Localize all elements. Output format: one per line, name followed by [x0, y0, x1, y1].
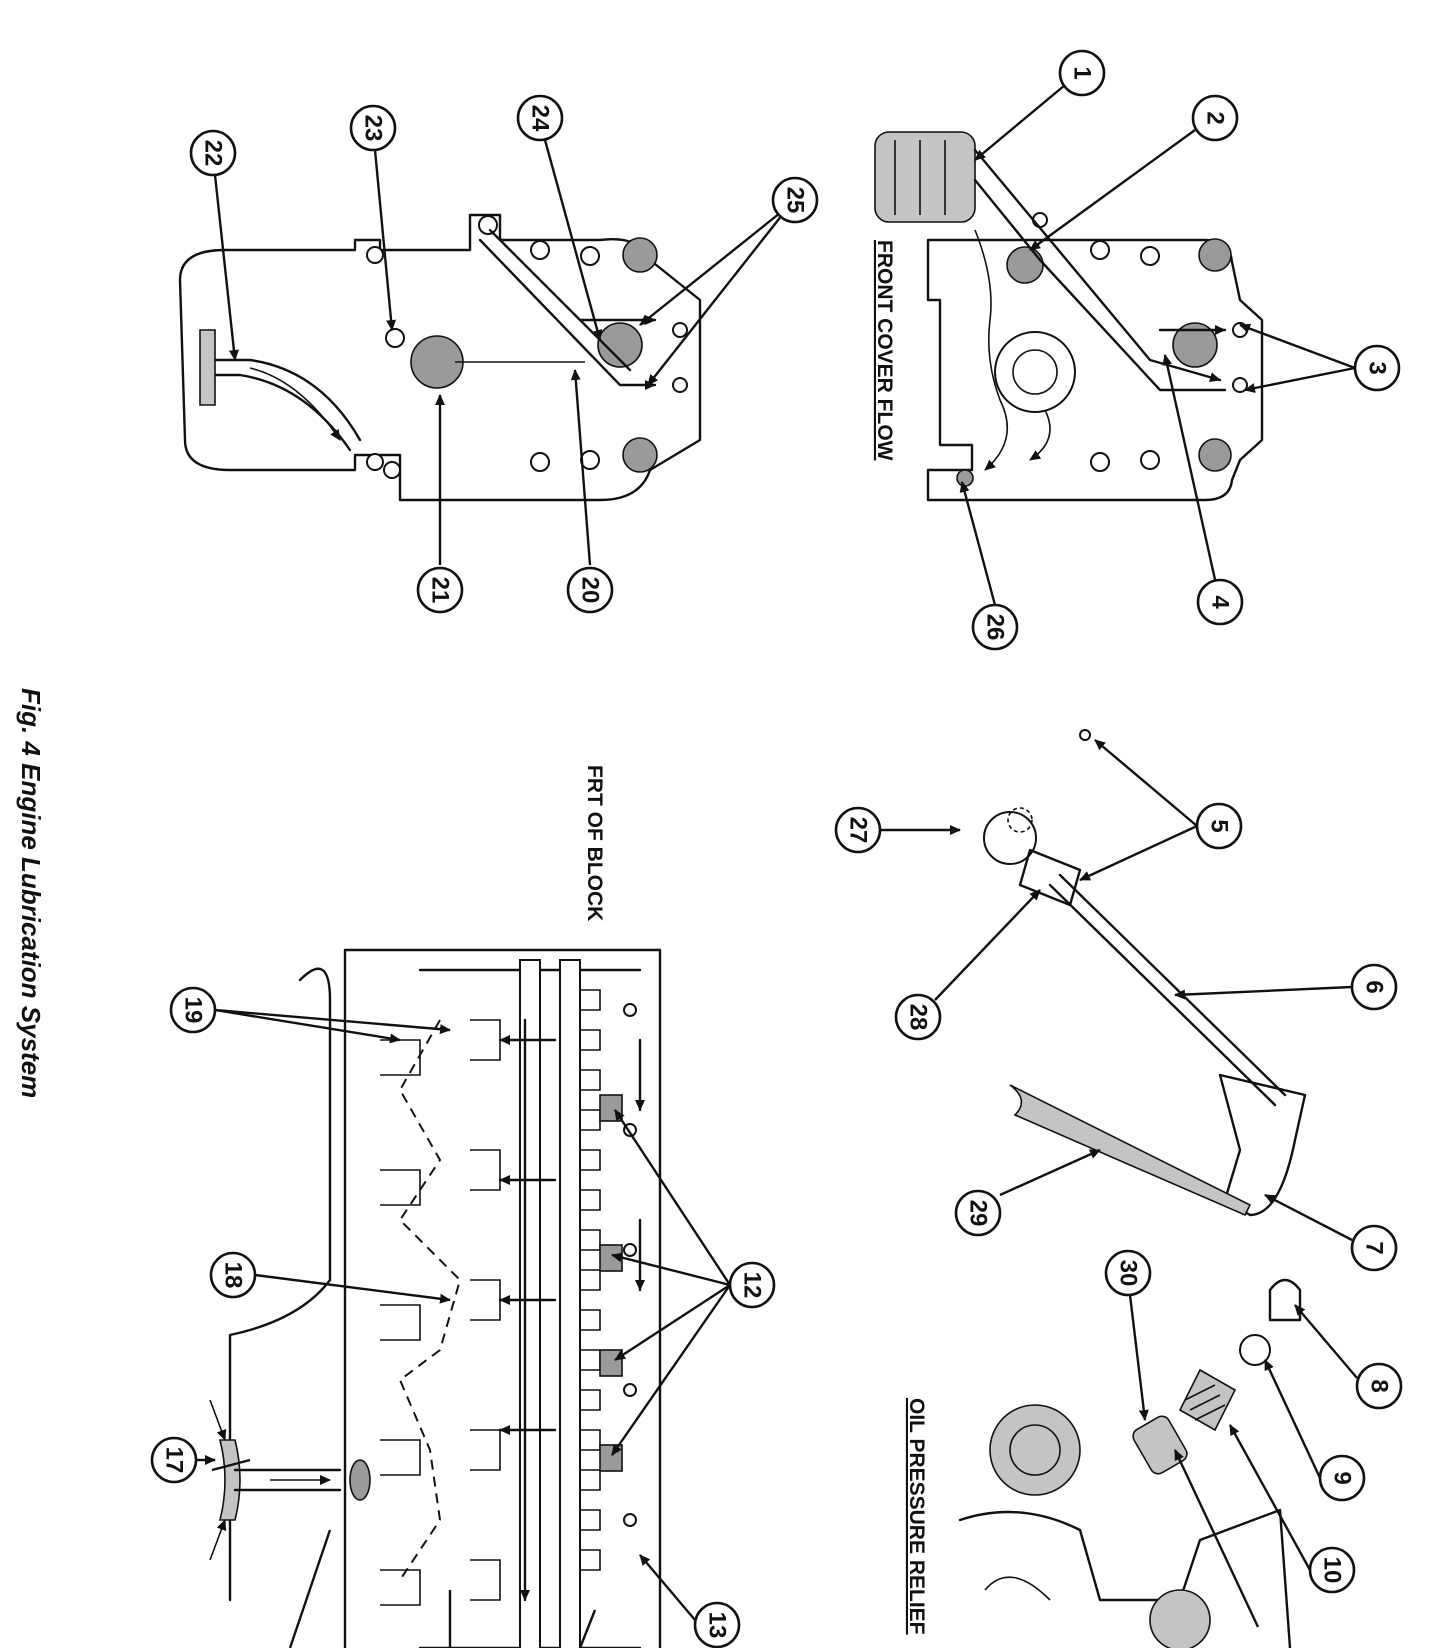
callout-7: 7 [1350, 1224, 1398, 1272]
valve-stem [1009, 1084, 1252, 1217]
svg-text:8: 8 [1366, 1379, 1393, 1392]
oil-pressure-relief-drawing [958, 1278, 1302, 1648]
svg-text:7: 7 [1361, 1241, 1388, 1254]
relief-spring [1178, 1368, 1237, 1432]
svg-text:3: 3 [1364, 361, 1391, 374]
svg-text:5: 5 [1206, 819, 1233, 832]
svg-text:26: 26 [982, 614, 1009, 641]
svg-text:20: 20 [577, 577, 604, 604]
callout-17: 17 [150, 1436, 198, 1484]
callout-20: 20 [566, 566, 614, 614]
callout-26: 26 [971, 603, 1019, 651]
callout-5: 5 [1195, 802, 1243, 850]
callout-13: 13 [693, 1601, 741, 1648]
callout-4: 4 [1196, 578, 1244, 626]
svg-text:2: 2 [1202, 111, 1229, 124]
svg-text:27: 27 [845, 817, 872, 844]
svg-text:25: 25 [782, 187, 809, 214]
svg-text:30: 30 [1115, 1260, 1142, 1287]
svg-text:13: 13 [704, 1612, 731, 1639]
svg-text:24: 24 [527, 105, 554, 132]
callout-28: 28 [894, 993, 942, 1041]
callout-12: 12 [728, 1261, 776, 1309]
lifter-ball [983, 811, 1037, 865]
oil-filter [874, 131, 976, 223]
callout-2: 2 [1191, 94, 1239, 142]
rocker-arm-drawing [983, 729, 1307, 1217]
heading-front-cover-flow: FRONT COVER FLOW [873, 240, 896, 461]
callout-29: 29 [954, 1189, 1002, 1237]
figure-caption: Fig. 4 Engine Lubrication System [16, 688, 46, 1098]
svg-text:29: 29 [965, 1200, 992, 1227]
front-cover-flow-drawing [874, 131, 1264, 502]
svg-text:28: 28 [905, 1004, 932, 1031]
pickup-screen [218, 1439, 241, 1521]
svg-text:12: 12 [739, 1272, 766, 1299]
svg-text:9: 9 [1329, 1471, 1356, 1484]
callout-23: 23 [349, 104, 397, 152]
svg-text:10: 10 [1319, 1557, 1346, 1584]
pushrod [1048, 873, 1287, 1107]
rocker-arm [1218, 1073, 1307, 1217]
heading-oil-pressure-relief: OIL PRESSURE RELIEF [905, 1398, 928, 1635]
callout-22: 22 [189, 129, 237, 177]
heading-frt-of-block: FRT OF BLOCK [583, 765, 606, 921]
callout-3: 3 [1353, 344, 1401, 392]
svg-text:22: 22 [200, 140, 227, 167]
callout-9: 9 [1318, 1454, 1366, 1502]
callout-30: 30 [1104, 1249, 1152, 1297]
callout-27: 27 [834, 806, 882, 854]
svg-text:6: 6 [1361, 980, 1388, 993]
svg-text:19: 19 [180, 997, 207, 1024]
svg-text:17: 17 [161, 1447, 188, 1474]
callout-1: 1 [1058, 49, 1106, 97]
engine-block-drawing [209, 948, 662, 1648]
relief-plug [1268, 1278, 1302, 1322]
pump-gear [994, 331, 1076, 413]
svg-text:18: 18 [220, 1262, 247, 1289]
callout-18: 18 [209, 1251, 257, 1299]
oil-pan-cover-drawing [178, 213, 702, 502]
callout-21: 21 [416, 566, 464, 614]
callout-25: 25 [771, 176, 819, 224]
svg-text:21: 21 [427, 577, 454, 604]
svg-text:4: 4 [1207, 595, 1234, 609]
svg-text:1: 1 [1069, 66, 1096, 79]
svg-text:23: 23 [360, 115, 387, 142]
callout-19: 19 [169, 986, 217, 1034]
callout-10: 10 [1308, 1546, 1356, 1594]
relief-valve [1132, 1415, 1188, 1475]
callout-6: 6 [1350, 963, 1398, 1011]
callout-24: 24 [516, 94, 564, 142]
leader-lines [195, 84, 1358, 1648]
callout-8: 8 [1355, 1362, 1403, 1410]
